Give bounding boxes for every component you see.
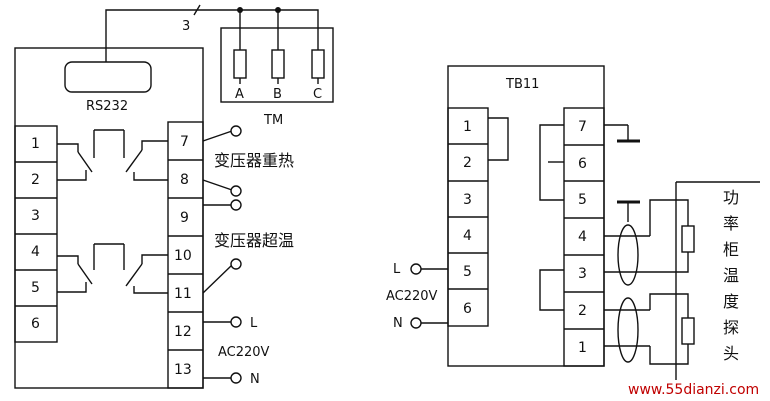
- rs232-port: [64, 61, 152, 93]
- watermark: www.55dianzi.com: [628, 382, 759, 398]
- wire-count-label: 3: [182, 19, 190, 34]
- tb11-terminal-3r-label: 3: [578, 266, 587, 282]
- sensor-element-a: [233, 49, 247, 79]
- terminal-circle: [230, 316, 242, 328]
- svg-text:探: 探: [723, 318, 739, 337]
- terminal-2-label: 2: [31, 172, 40, 188]
- relay-contacts-lower: [57, 243, 168, 294]
- tb11-terminal-5-label: 5: [463, 264, 472, 280]
- tb11-label: TB11: [505, 77, 539, 92]
- probe-label: 功 率 柜 温 度 探 头: [723, 188, 739, 363]
- tm-sensor: A B C TM: [220, 7, 334, 128]
- terminal-9-label: 9: [180, 210, 189, 226]
- svg-text:功: 功: [723, 188, 739, 207]
- terminal-4-label: 4: [31, 244, 40, 260]
- cable-slash: [193, 4, 201, 16]
- power-inputs-right: L AC220V N: [386, 262, 448, 331]
- sensor-element-c: [311, 49, 325, 79]
- line-label-right: L: [393, 262, 401, 277]
- tb11-terminal-1-label: 1: [463, 119, 472, 135]
- sensor-element-b: [271, 49, 285, 79]
- controller-right: TB11 1 2 3 4 5 6 7 6 5 4 3: [386, 65, 760, 380]
- svg-text:率: 率: [723, 214, 739, 233]
- phase-b-label: B: [273, 87, 282, 102]
- terminal-3-label: 3: [31, 208, 40, 224]
- left-terminal-column: 1 2 3 4 5 6: [14, 125, 58, 343]
- tb11-right-column: 7 6 5 4 3 2 1: [563, 107, 605, 367]
- svg-text:度: 度: [723, 292, 739, 311]
- tb11-terminal-1r-label: 1: [578, 340, 587, 356]
- right-terminal-column: 7 8 9 10 11 12 13: [167, 121, 204, 389]
- terminal-circle: [230, 199, 242, 211]
- junction-dot: [275, 7, 281, 13]
- junction-dot: [237, 7, 243, 13]
- terminal-13-label: 13: [174, 362, 192, 378]
- rs232-label: RS232: [86, 99, 128, 114]
- tb11-terminal-7r-label: 7: [578, 119, 587, 135]
- terminal-circle: [230, 185, 242, 197]
- alarm-reheat-label: 变压器重热: [214, 151, 294, 170]
- terminal-12-label: 12: [174, 324, 192, 340]
- terminal-circle: [230, 258, 242, 270]
- terminal-8-label: 8: [180, 172, 189, 188]
- neutral-label: N: [250, 372, 260, 387]
- tb11-terminal-3-label: 3: [463, 192, 472, 208]
- jumper-1-2: [488, 117, 509, 161]
- phase-c-label: C: [313, 87, 322, 102]
- tb11-terminal-2-label: 2: [463, 155, 472, 171]
- terminal-circle: [230, 372, 242, 384]
- supply-label: AC220V: [218, 345, 270, 360]
- tb11-terminal-2r-label: 2: [578, 303, 587, 319]
- tb11-terminal-6r-label: 6: [578, 156, 587, 172]
- neutral-label-right: N: [393, 316, 403, 331]
- relay-contacts-upper: [57, 129, 168, 181]
- jumper-3-2: [539, 269, 564, 311]
- phase-a-label: A: [235, 87, 244, 102]
- probe-resistor-lower: [681, 317, 695, 345]
- svg-text:温: 温: [723, 266, 739, 285]
- tb11-terminal-4-label: 4: [463, 228, 472, 244]
- tb11-terminal-6-label: 6: [463, 301, 472, 317]
- tm-label: TM: [263, 113, 283, 128]
- probe-resistor-upper: [681, 225, 695, 253]
- jumper-7-5: [539, 124, 564, 201]
- terminal-5-label: 5: [31, 280, 40, 296]
- terminal-circle: [410, 317, 422, 329]
- terminal-6-label: 6: [31, 316, 40, 332]
- rs232-cable: [105, 9, 319, 62]
- terminal-circle: [410, 263, 422, 275]
- terminal-7-label: 7: [180, 134, 189, 150]
- controller-left: RS232 1 2 3 4 5 6 7 8 9: [14, 4, 334, 389]
- tb11-enclosure: [447, 65, 605, 367]
- alarm-overtemp-label: 变压器超温: [214, 231, 294, 250]
- svg-text:柜: 柜: [723, 240, 739, 259]
- tb11-terminal-4r-label: 4: [578, 229, 587, 245]
- svg-text:头: 头: [723, 344, 739, 363]
- shielded-cable-lower: [617, 297, 639, 363]
- terminal-11-label: 11: [174, 286, 192, 302]
- terminal-circle: [230, 125, 242, 137]
- terminal-10-label: 10: [174, 248, 192, 264]
- shielded-cable-upper: [617, 224, 639, 286]
- supply-label-right: AC220V: [386, 289, 438, 304]
- terminal-1-label: 1: [31, 136, 40, 152]
- tb11-left-column: 1 2 3 4 5 6: [447, 107, 489, 327]
- line-label: L: [250, 316, 258, 331]
- tb11-terminal-5r-label: 5: [578, 192, 587, 208]
- external-terminals-left: 变压器重热 变压器超温 L AC220V N: [202, 125, 294, 387]
